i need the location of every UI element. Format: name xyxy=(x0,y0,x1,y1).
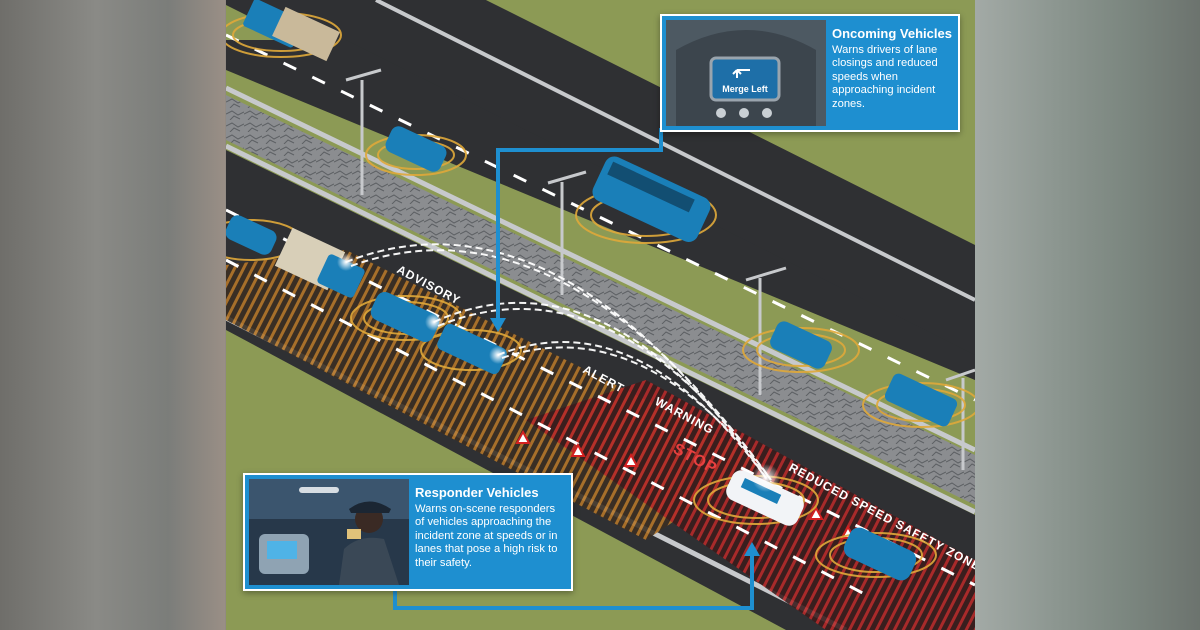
callout-responder-title: Responder Vehicles xyxy=(415,485,539,500)
callout-oncoming-vehicles: Merge Left Oncoming Vehicles Warns drive… xyxy=(660,14,960,132)
callout-responder-vehicles: Responder Vehicles Warns on-scene respon… xyxy=(243,473,573,591)
dashboard-illustration: Merge Left xyxy=(666,20,826,126)
callout-oncoming-title: Oncoming Vehicles xyxy=(832,26,952,41)
callout-oncoming-text: Oncoming Vehicles Warns drivers of lane … xyxy=(832,26,952,111)
callout-responder-body: Warns on-scene responders of vehicles ap… xyxy=(415,503,558,569)
responder-illustration xyxy=(249,479,409,585)
merge-left-text: Merge Left xyxy=(722,84,768,94)
callout-responder-text: Responder Vehicles Warns on-scene respon… xyxy=(415,485,565,570)
callout-oncoming-body: Warns drivers of lane closings and reduc… xyxy=(832,44,938,110)
median xyxy=(226,95,975,505)
